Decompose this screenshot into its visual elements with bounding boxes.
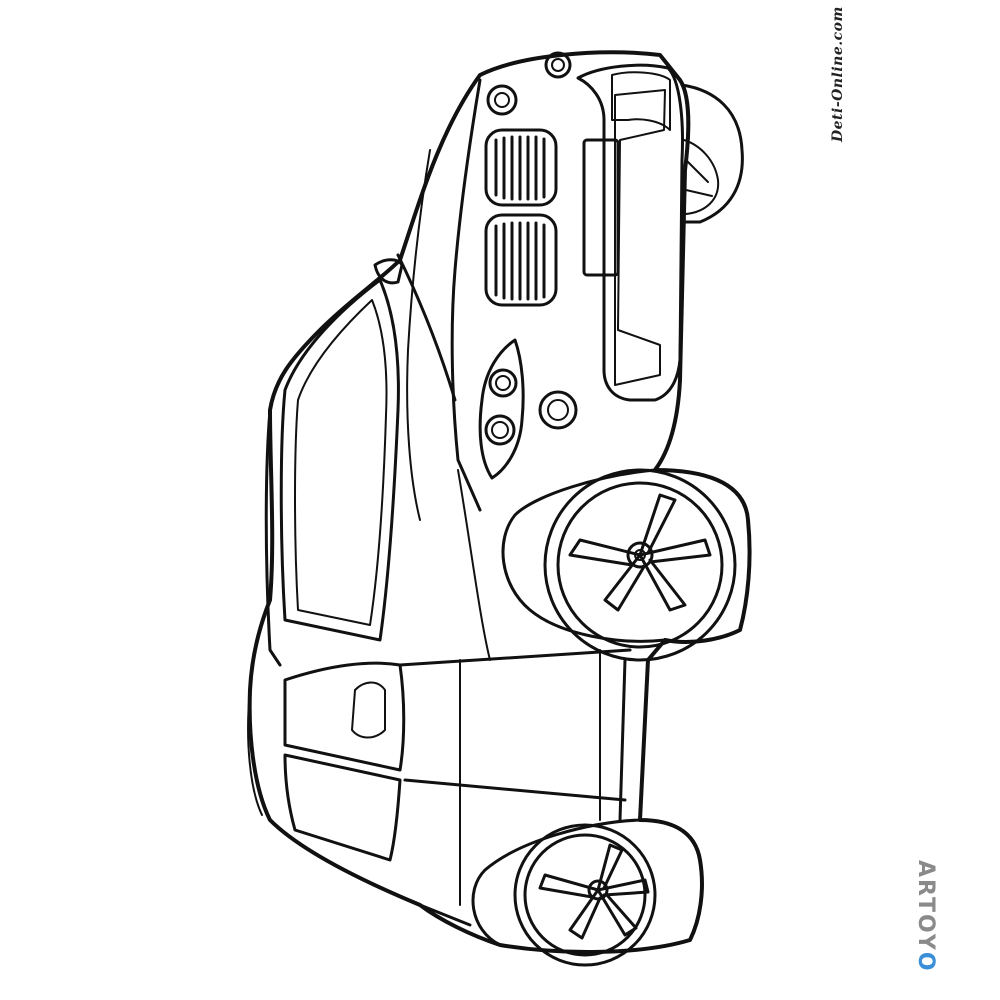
headlight-lower <box>484 414 516 446</box>
headlight-upper-inner <box>495 375 511 391</box>
front-right-arch <box>680 83 744 224</box>
side-mirror <box>373 258 404 285</box>
bumper-lower-vent <box>614 89 666 386</box>
brand-logo: ARTOYO <box>908 860 942 980</box>
headlight-lower-inner <box>491 421 509 439</box>
windshield-inner <box>294 299 388 626</box>
windshield <box>279 278 400 642</box>
fog-light-top-right <box>544 51 572 79</box>
front-left-arch <box>501 468 752 644</box>
brand-logo-main: ARTOY <box>913 860 938 952</box>
front-right-wheel-inner <box>683 139 720 215</box>
site-watermark: Deti-Online.com <box>830 6 846 142</box>
hood-edge <box>406 149 431 521</box>
roof-line <box>264 408 282 667</box>
fog-light-front <box>538 390 578 430</box>
fog-light-top-left <box>486 84 518 116</box>
brand-logo-accent: O <box>913 951 938 973</box>
rocker-panel <box>618 658 627 822</box>
rear-tire <box>513 823 657 967</box>
grille-lower <box>484 213 558 307</box>
front-bumper <box>576 63 684 402</box>
grille-upper-slats <box>494 135 546 201</box>
side-crease <box>457 469 491 661</box>
grille-lower-slats <box>494 221 546 301</box>
fog-light-top-left-inner <box>494 92 510 108</box>
fog-light-front-inner <box>547 399 569 421</box>
bumper-lip <box>611 71 671 131</box>
grille-upper <box>484 128 558 207</box>
hood-line <box>450 78 482 512</box>
rear-spokes <box>538 843 650 940</box>
front-right-spoke-b <box>685 189 713 197</box>
rear-rim <box>523 833 647 957</box>
front-left-tire <box>543 468 737 662</box>
headlight-housing <box>478 338 525 480</box>
headlight-upper <box>488 368 518 398</box>
front-left-spokes <box>568 493 712 612</box>
front-right-spoke-a <box>685 159 709 183</box>
door-line-front <box>398 648 632 667</box>
license-plate <box>582 138 620 277</box>
rear-side-window <box>283 753 402 862</box>
fog-light-top-right-inner <box>551 58 565 72</box>
door-line-middle <box>403 778 627 802</box>
rear-quarter <box>268 818 472 927</box>
front-left-hub <box>626 541 654 569</box>
a-pillar <box>396 253 457 402</box>
rear-bumper <box>247 689 263 816</box>
front-side-window-trim <box>351 681 386 739</box>
front-left-rim <box>556 481 724 649</box>
